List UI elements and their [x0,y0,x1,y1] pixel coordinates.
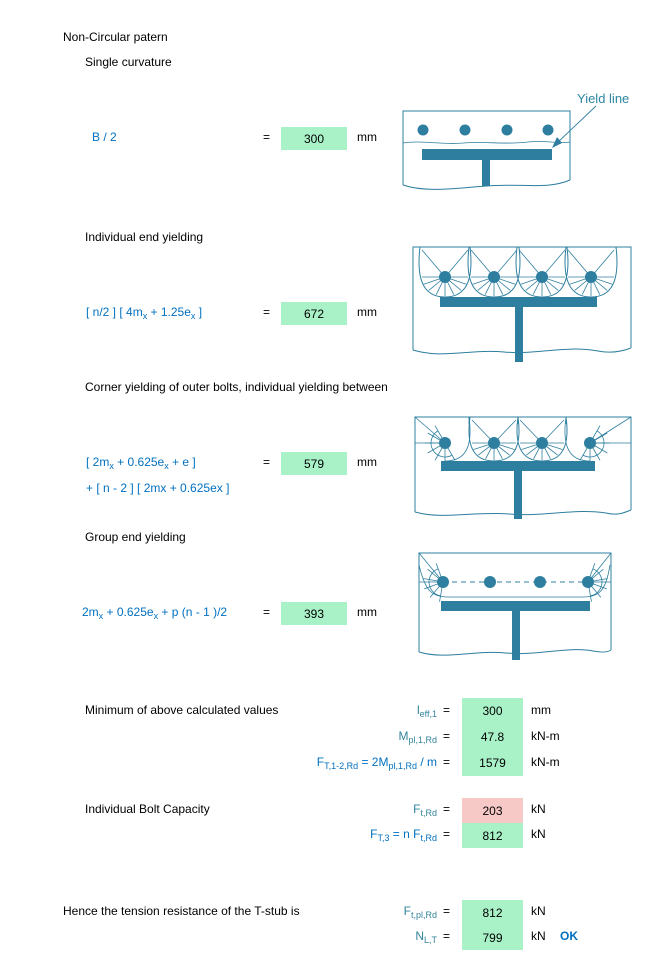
value-cell-individual[interactable]: 672 [281,302,347,325]
yield-line-label: Yield line [577,91,630,106]
equals-sign: = [443,904,451,918]
equals-sign: = [263,305,271,319]
heading-individual-end-yielding: Individual end yielding [85,230,204,244]
heading-minimum: Minimum of above calculated values [85,703,279,717]
value-cell-b2[interactable]: 300 [281,127,347,150]
label-mpl1rd: Mpl,1,Rd [398,729,437,745]
label-leff1: leff,1 [416,703,437,719]
equals-sign: = [443,827,451,841]
diagram-individual-end-yielding [412,246,632,362]
unit-label: mm [357,130,377,144]
equals-sign: = [443,729,451,743]
formula-individual: [ n/2 ] [ 4mx + 1.25ex ] [86,305,203,321]
equals-sign: = [443,703,451,717]
diagram-corner-yielding [414,416,632,519]
unit-label: kN-m [531,755,560,769]
equals-sign: = [263,455,271,469]
unit-label: kN [531,904,546,918]
equals-sign: = [443,755,451,769]
label-ft12rd: FT,1-2,Rd = 2Mpl,1,Rd / m [316,755,437,771]
section-subtitle: Single curvature [85,55,172,69]
formula-corner-line1: [ 2mx + 0.625ex + e ] [86,455,196,471]
heading-conclusion: Hence the tension resistance of the T-st… [63,904,300,918]
label-ft3: FT,3 = n Ft,Rd [370,827,437,843]
value-cell-nlt[interactable]: 799 [462,925,523,950]
page-title: Non-Circular patern [63,30,168,44]
unit-label: kN [531,929,546,943]
value-cell-ft12rd[interactable]: 1579 [462,750,523,776]
heading-group-end-yielding: Group end yielding [85,530,186,544]
unit-label: mm [357,455,377,469]
equals-sign: = [263,130,271,144]
unit-label: kN [531,802,546,816]
unit-label: mm [357,605,377,619]
heading-corner-yielding: Corner yielding of outer bolts, individu… [85,380,388,394]
value-cell-leff1[interactable]: 300 [462,698,523,724]
formula-group: 2mx + 0.625ex + p (n - 1 )/2 [82,605,228,621]
value-cell-ft3[interactable]: 812 [462,823,523,848]
unit-label: mm [531,703,551,717]
value-cell-mpl1rd[interactable]: 47.8 [462,724,523,750]
value-cell-corner[interactable]: 579 [281,452,347,475]
label-ftplrd: Ft,pl,Rd [403,904,437,920]
equals-sign: = [443,929,451,943]
equals-sign: = [263,605,271,619]
unit-label: kN-m [531,729,560,743]
equals-sign: = [443,802,451,816]
value-cell-ftplrd[interactable]: 812 [462,900,523,925]
label-nlt: NL,T [415,929,437,945]
formula-b2: B / 2 [92,130,117,144]
value-cell-ftrd[interactable]: 203 [462,798,523,823]
formula-corner-line2: + [ n - 2 ] [ 2mx + 0.625ex ] [86,481,230,495]
value-cell-group[interactable]: 393 [281,602,347,625]
diagram-single-curvature [402,105,597,190]
unit-label: kN [531,827,546,841]
status-badge-ok: OK [560,929,578,943]
label-ftrd: Ft,Rd [413,802,437,818]
diagram-group-end-yielding [418,552,612,660]
heading-bolt-capacity: Individual Bolt Capacity [85,802,210,816]
unit-label: mm [357,305,377,319]
